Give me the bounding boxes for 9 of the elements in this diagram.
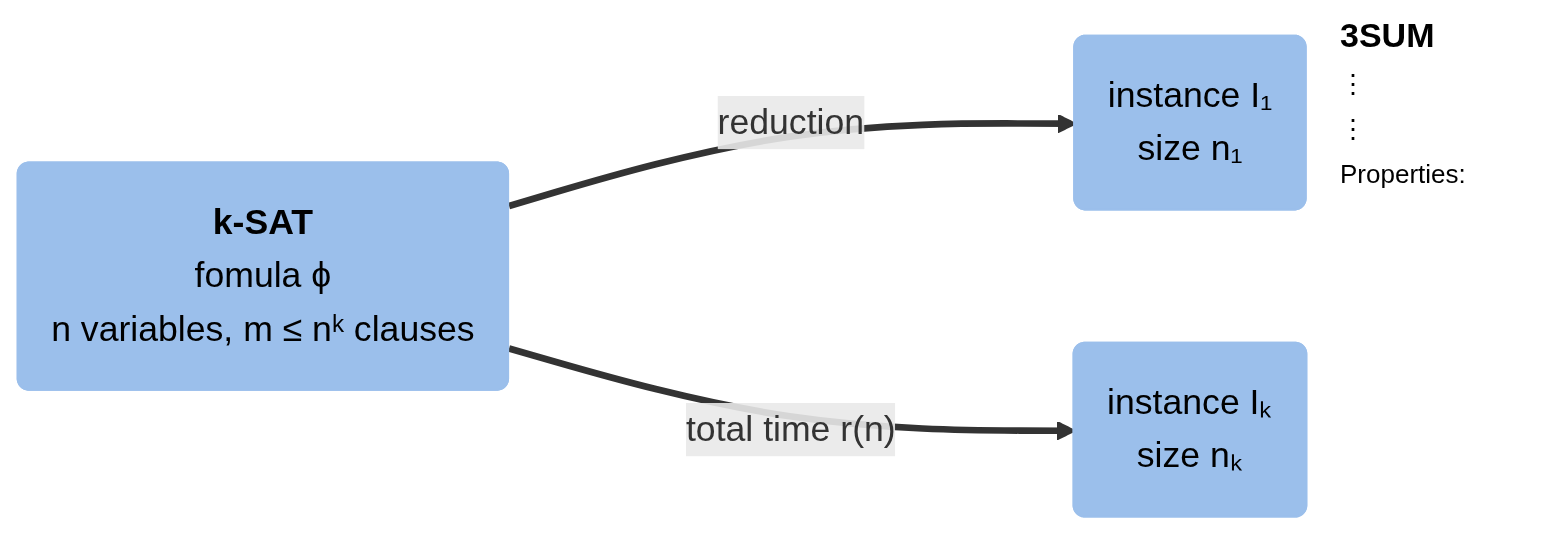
rounded-box: instance Iₖ size nₖ [1072, 341, 1308, 518]
edge-label: reduction [717, 102, 865, 141]
rounded-box: instance I₁ size n₁ [1073, 34, 1307, 211]
column-heading: 3SUM [1340, 16, 1436, 55]
note-text: ⋮ [1340, 114, 1367, 145]
rounded-box: k-SAT fomula ϕ n variables, m ≤ nᵏ clauses [16, 161, 510, 391]
note-text: Properties: [1340, 159, 1467, 190]
edge-label: total time r(n) [685, 409, 896, 448]
note-text: ⋮ [1340, 69, 1367, 100]
